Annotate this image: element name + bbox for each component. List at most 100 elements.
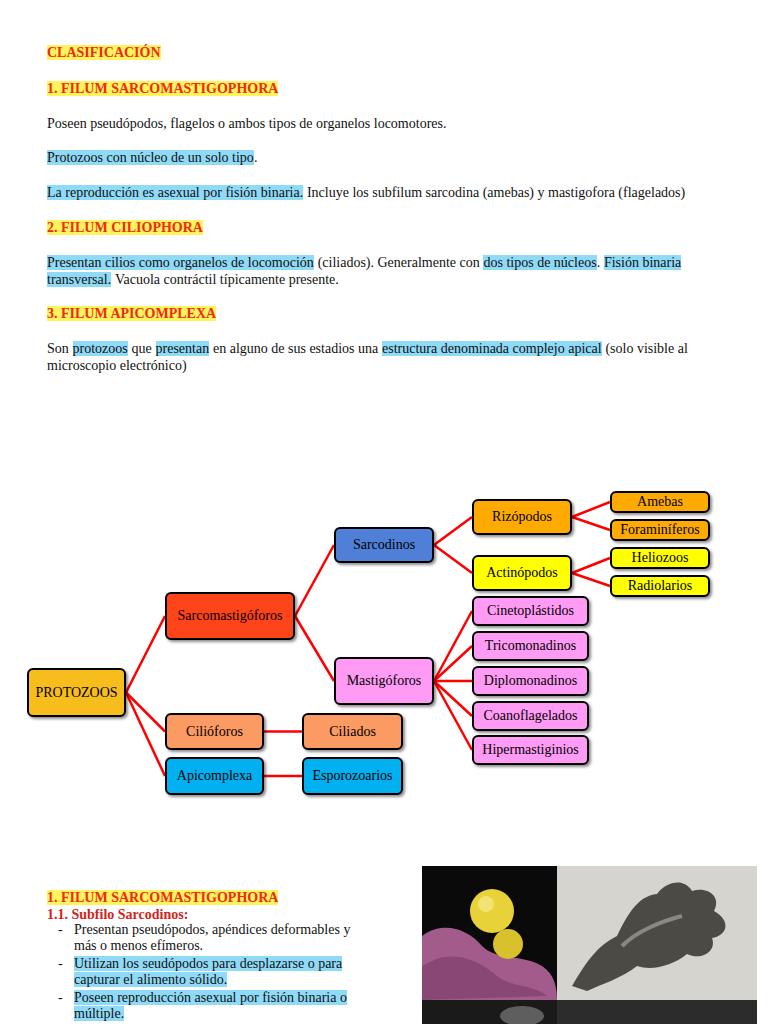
paragraph: 1.1. Subfilo Sarcodinos:: [47, 906, 727, 923]
micrograph-photos: [422, 866, 757, 1024]
photo-ground: [557, 866, 757, 1000]
tree-connector: [434, 680, 472, 683]
bullet-item: -Poseen reproducción asexual por fisión …: [58, 990, 364, 1022]
highlighted-text: Presentan cilios como organelos de locom…: [47, 255, 314, 270]
box-label: Diplomonadinos: [484, 673, 577, 689]
paragraph: 2. FILUM CILIOPHORA: [47, 219, 727, 236]
category-box: Amebas: [610, 491, 710, 513]
amoeba-texture: [622, 916, 682, 946]
category-box: Sarcodinos: [334, 527, 434, 563]
cell-fold: [422, 956, 547, 1000]
title-block: CLASIFICACIÓN: [47, 44, 161, 61]
bullet-item: -Utilizan los seudópodos para desplazars…: [58, 956, 364, 988]
box-label: Cilióforos: [186, 724, 243, 740]
category-box: Coanoflagelados: [472, 701, 589, 731]
bullet-text: Poseen reproducción asexual por fisión b…: [74, 990, 347, 1021]
section-heading: 2. FILUM CILIOPHORA: [47, 220, 203, 235]
tree-connector: [572, 573, 610, 586]
category-box: Ciliados: [302, 713, 403, 750]
category-box: Esporozoarios: [302, 757, 403, 795]
box-label: Sarcomastigóforos: [178, 608, 283, 624]
category-box: PROTOZOOS: [27, 668, 126, 717]
body-text: (ciliados). Generalmente con: [318, 255, 480, 270]
photo-ground: [422, 866, 557, 1000]
box-label: Tricomonadinos: [485, 638, 576, 654]
box-label: Apicomplexa: [177, 768, 252, 784]
tree-connector: [295, 545, 334, 616]
category-box: Actinópodos: [472, 555, 572, 591]
paragraph: Presentan cilios como organelos de locom…: [47, 254, 727, 288]
box-label: Hipermastiginios: [482, 742, 578, 758]
paragraph: La reproducción es asexual por fisión bi…: [47, 184, 727, 201]
subsection-heading: 1.1. Subfilo Sarcodinos:: [47, 907, 188, 922]
category-box: Diplomonadinos: [472, 666, 589, 696]
page-title: CLASIFICACIÓN: [47, 45, 161, 60]
box-label: Coanoflagelados: [483, 708, 577, 724]
paragraph: Protozoos con núcleo de un solo tipo.: [47, 149, 727, 166]
box-label: Mastigóforos: [347, 673, 422, 689]
body-text: Poseen pseudópodos, flagelos o ambos tip…: [47, 116, 446, 131]
highlighted-text: protozoos: [73, 341, 128, 356]
category-box: Hipermastiginios: [472, 735, 589, 765]
tree-connector: [572, 502, 610, 517]
tree-connector: [434, 646, 472, 681]
box-label: Sarcodinos: [353, 537, 415, 553]
category-box: Radiolarios: [610, 575, 710, 597]
tree-connector: [126, 693, 165, 732]
box-label: Actinópodos: [486, 565, 558, 581]
highlighted-text: Protozoos con núcleo de un solo tipo: [47, 150, 254, 165]
cell-blur: [500, 1006, 544, 1024]
tree-connector: [572, 558, 610, 573]
paragraph: 1. FILUM SARCOMASTIGOPHORA: [47, 80, 727, 97]
category-box: Tricomonadinos: [472, 631, 589, 661]
category-box: Sarcomastigóforos: [165, 592, 295, 640]
bullet-dash: -: [58, 956, 74, 988]
box-label: Esporozoarios: [312, 768, 392, 784]
bullet-item: -Presentan pseudópodos, apéndices deform…: [58, 922, 364, 954]
body-text: Son: [47, 341, 69, 356]
category-box: Cinetoplástidos: [472, 596, 589, 626]
tree-connector: [572, 517, 610, 530]
spore-sphere: [493, 929, 523, 959]
section-heading: 1. FILUM SARCOMASTIGOPHORA: [47, 890, 278, 905]
body-text: .: [597, 255, 601, 270]
section-heading: 1. FILUM SARCOMASTIGOPHORA: [47, 81, 278, 96]
box-label: Rizópodos: [492, 509, 552, 525]
body-text: que: [132, 341, 152, 356]
category-box: Foraminíferos: [610, 519, 710, 541]
highlighted-text: estructura denominada complejo apical: [382, 341, 602, 356]
tree-connector: [434, 611, 472, 681]
category-box: Heliozoos: [610, 547, 710, 569]
spore-highlight: [478, 896, 494, 912]
paragraph: Poseen pseudópodos, flagelos o ambos tip…: [47, 115, 727, 132]
tree-connector: [434, 517, 472, 545]
highlighted-text: La reproducción es asexual por fisión bi…: [47, 185, 303, 200]
body-text: Incluye los subfilum sarcodina (amebas) …: [307, 185, 685, 200]
amoeba-body: [572, 883, 726, 991]
bullet-dash: -: [58, 922, 74, 954]
bullet-text-box: Utilizan los seudópodos para desplazarse…: [74, 956, 364, 988]
category-box: Rizópodos: [472, 499, 572, 535]
section-heading: 3. FILUM APICOMPLEXA: [47, 306, 216, 321]
paragraph: Sonprotozoosquepresentanen alguno de sus…: [47, 340, 727, 374]
tree-connector: [264, 730, 302, 733]
category-box: Cilióforos: [165, 713, 264, 750]
body-text: .: [254, 150, 258, 165]
category-box: Apicomplexa: [165, 757, 264, 795]
tree-connector: [295, 616, 334, 681]
bullet-text-box: Presentan pseudópodos, apéndices deforma…: [74, 922, 364, 954]
highlighted-text: dos tipos de núcleos: [483, 255, 596, 270]
box-label: Radiolarios: [628, 578, 693, 594]
paragraph: 3. FILUM APICOMPLEXA: [47, 305, 727, 322]
tree-connector: [434, 681, 472, 750]
bullet-dash: -: [58, 990, 74, 1022]
spore-sphere: [470, 889, 514, 933]
tree-connector: [126, 693, 165, 777]
tree-connector: [264, 775, 302, 778]
body-text: en alguno de sus estadios una: [213, 341, 378, 356]
tree-connector: [126, 616, 165, 693]
box-label: Cinetoplástidos: [487, 603, 574, 619]
tree-connector: [434, 545, 472, 573]
tree-connector: [434, 681, 472, 716]
